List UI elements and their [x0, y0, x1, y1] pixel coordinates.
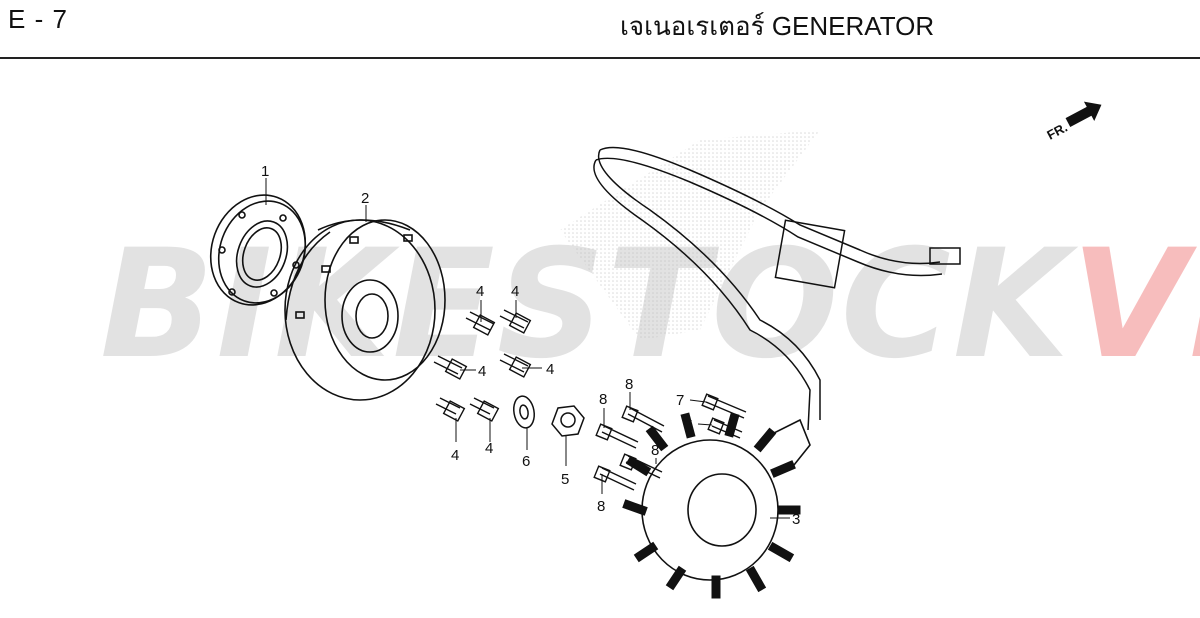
part-5-nut	[551, 405, 585, 437]
front-direction-arrow: FR.	[1044, 101, 1102, 143]
callout-numbers: 1 2 3 4 4 4 4 4 4 5 6 7 7 8 8 8 8	[261, 163, 800, 528]
callout-1: 1	[261, 163, 269, 180]
bolt-8-group	[593, 405, 665, 491]
wire-harness	[593, 146, 961, 431]
callout-4f: 4	[485, 440, 493, 457]
leader-lines	[265, 178, 790, 519]
callout-8a: 8	[625, 376, 633, 393]
callout-4d: 4	[546, 361, 554, 378]
callout-8d: 8	[597, 498, 605, 515]
fr-label: FR.	[1044, 120, 1070, 143]
watermark-accent: VN	[1071, 218, 1200, 392]
header-divider	[0, 57, 1200, 59]
callout-7a: 7	[676, 392, 684, 409]
page-title: เจเนอเรเตอร์ GENERATOR	[620, 11, 935, 41]
watermark: BIKESTOCKVN	[100, 218, 1200, 392]
callout-4c: 4	[478, 363, 486, 380]
callout-7b: 7	[684, 417, 692, 434]
callout-8c: 8	[651, 442, 659, 459]
callout-3: 3	[792, 511, 800, 528]
part-1-starter-clutch	[209, 194, 307, 306]
callout-8b: 8	[599, 391, 607, 408]
background-logo	[560, 130, 820, 340]
bolt-4-group	[433, 309, 532, 422]
callout-2: 2	[361, 190, 369, 207]
part-2-flywheel	[284, 219, 446, 401]
bolt-7-group	[701, 393, 747, 439]
callout-5: 5	[561, 471, 569, 488]
part-6-washer	[513, 395, 535, 429]
callout-4e: 4	[451, 447, 459, 464]
callout-4a: 4	[476, 283, 484, 300]
page-code: E - 7	[8, 4, 68, 34]
part-3-stator	[622, 412, 811, 599]
callout-6: 6	[522, 453, 530, 470]
callout-4b: 4	[511, 283, 519, 300]
